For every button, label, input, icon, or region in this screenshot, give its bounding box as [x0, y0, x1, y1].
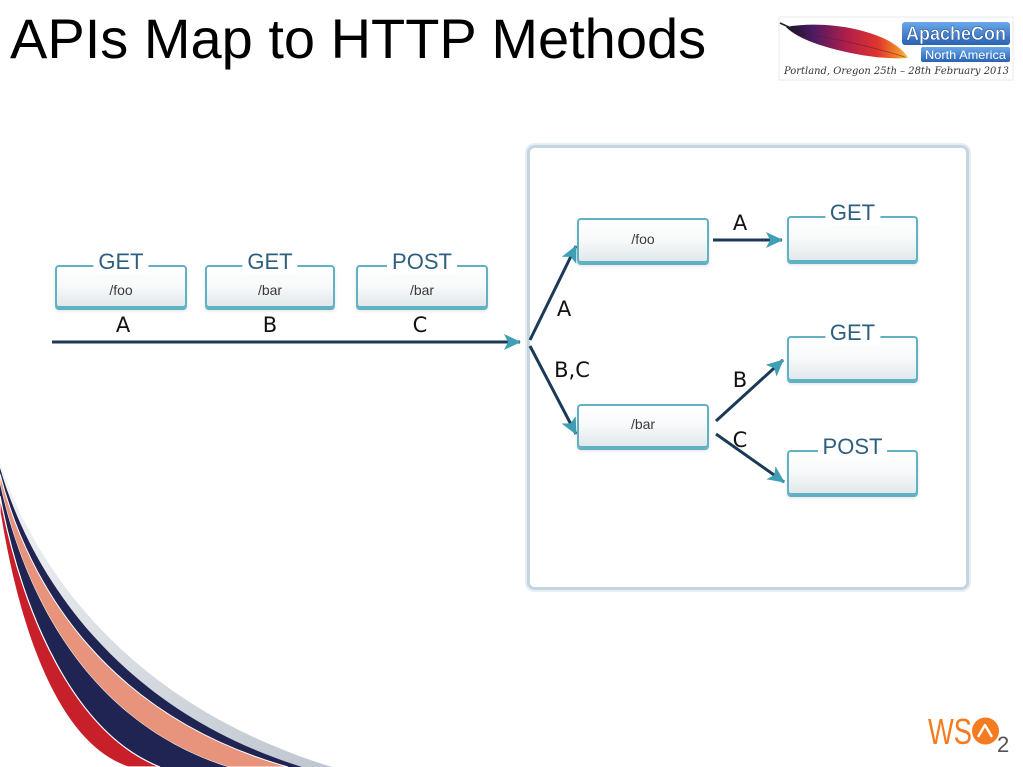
method-name: GET	[824, 321, 881, 345]
request-path: /foo	[109, 282, 133, 298]
request-box-a: GET /foo	[55, 250, 187, 308]
apachecon-logo: ApacheCon North America Portland, Oregon…	[778, 16, 1014, 81]
wso2-suffix: 2	[997, 732, 1009, 757]
resource-box-foo: /foo	[577, 218, 709, 263]
request-label-b: B	[262, 313, 278, 337]
arrow-branch-to-foo	[528, 245, 578, 341]
method-box-c: POST	[787, 435, 918, 495]
request-method: GET	[242, 250, 298, 274]
wso2-o-icon	[972, 717, 999, 745]
method-box-b: GET	[787, 321, 918, 381]
swoosh-band-salmon	[0, 473, 289, 767]
resource-box-bar: /bar	[577, 404, 709, 448]
edge-label-b: B	[732, 368, 748, 392]
method-name: POST	[817, 435, 888, 459]
branch-label-foo: A	[556, 297, 572, 321]
edge-label-a: A	[732, 211, 748, 235]
slide-title: APIs Map to HTTP Methods	[10, 7, 707, 70]
swoosh-band-navy	[0, 484, 228, 767]
apachecon-name: ApacheCon	[906, 24, 1006, 45]
apachecon-region-box	[921, 47, 1010, 62]
arrow-bar-to-post	[715, 432, 785, 484]
diagram-arrows	[52, 232, 785, 484]
method-box-a: GET	[787, 201, 918, 262]
request-box-c: POST /bar	[356, 250, 488, 308]
wso2-o-mark	[976, 723, 994, 738]
request-label-c: C	[412, 313, 428, 337]
request-method: POST	[387, 250, 457, 274]
edge-label-c: C	[732, 428, 748, 452]
request-method: GET	[93, 250, 149, 274]
request-label-a: A	[115, 313, 131, 337]
resource-path: /foo	[631, 231, 655, 247]
apachecon-name-box	[902, 22, 1010, 45]
method-name: GET	[824, 201, 881, 225]
arrow-bar-to-get	[714, 358, 785, 423]
request-path: /bar	[257, 282, 283, 298]
apachecon-region: North America	[925, 48, 1006, 62]
arrow-branch-to-bar	[528, 345, 578, 435]
request-path: /bar	[409, 282, 435, 298]
swoosh-band-red	[0, 495, 161, 767]
branch-label-bar: B,C	[554, 358, 590, 382]
apachecon-tagline: Portland, Oregon 25th – 28th February 20…	[783, 65, 1009, 77]
apache-feather-icon	[779, 22, 908, 59]
wso2-prefix: WS	[928, 711, 972, 752]
wso2-logo: WS 2	[928, 711, 1009, 757]
decorative-swoosh	[0, 462, 332, 767]
resource-path: /bar	[630, 416, 656, 432]
request-box-b: GET /bar	[205, 250, 335, 308]
